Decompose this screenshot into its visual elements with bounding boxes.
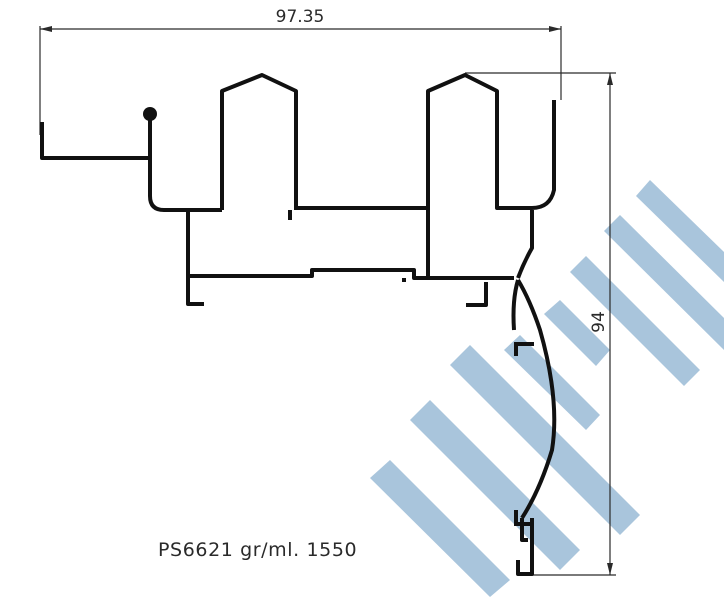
width-arrow-right: [549, 26, 561, 32]
profile-section: [40, 73, 557, 576]
width-dimension: 97.35: [39, 7, 562, 135]
height-label: 94: [589, 311, 609, 333]
height-arrow-bottom: [607, 563, 613, 575]
height-arrow-top: [607, 73, 613, 85]
profile-caption: PS6621 gr/ml. 1550: [158, 539, 357, 561]
width-arrow-left: [40, 26, 52, 32]
height-dimension: 94: [465, 72, 616, 576]
width-label: 97.35: [276, 7, 325, 27]
watermark-logo: [370, 180, 724, 597]
